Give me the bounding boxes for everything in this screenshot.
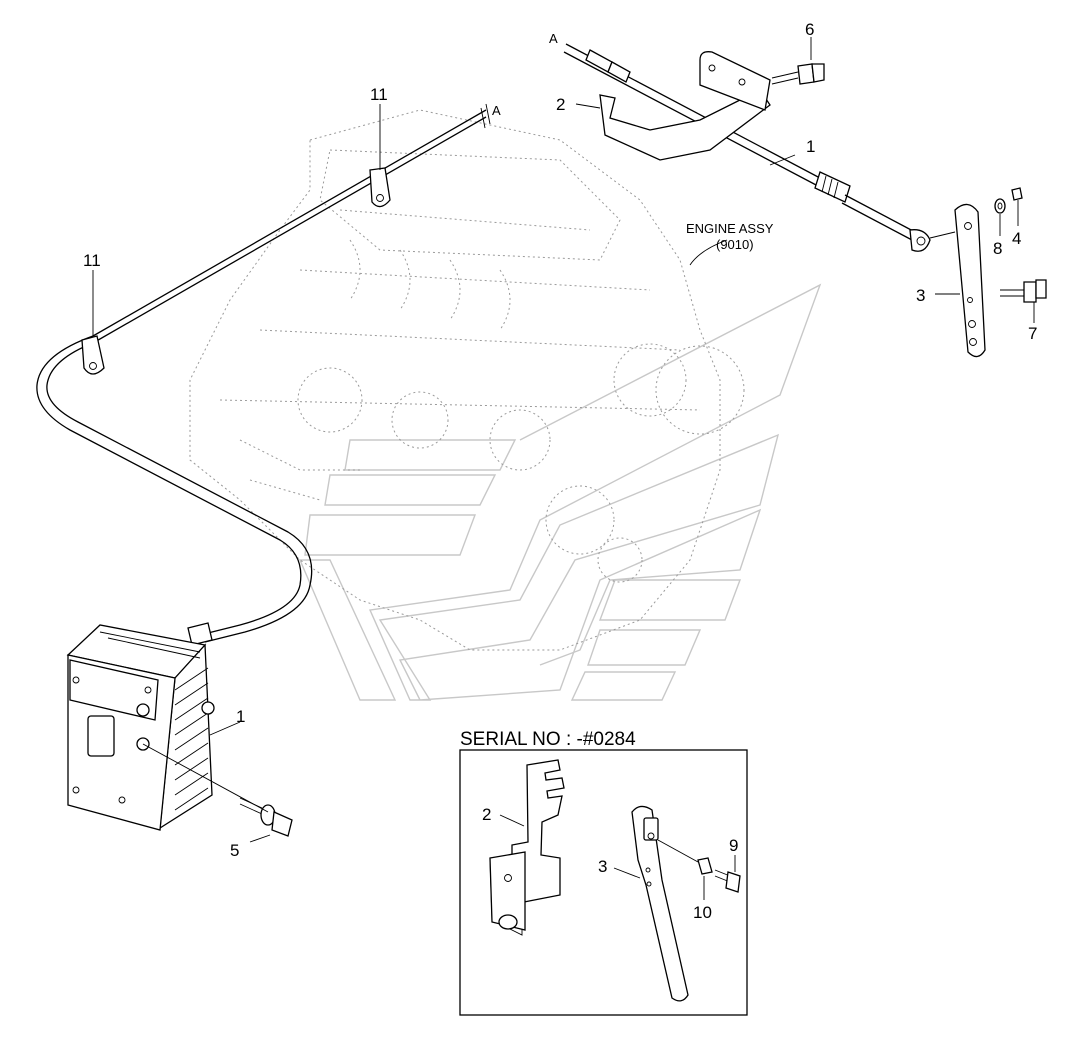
inset-title: SERIAL NO : -#0284 — [460, 729, 636, 750]
serial-inset-panel — [459, 749, 748, 1016]
inset-callout-3: 3 — [598, 857, 607, 876]
cable-clip-upper — [369, 167, 391, 208]
ref-mark-a-right: A — [492, 103, 501, 118]
callout-5-bolt: 5 — [230, 841, 239, 860]
callout-11-lower: 11 — [83, 251, 101, 270]
callout-8-washer: 8 — [993, 239, 1002, 258]
inset-callout-9: 9 — [729, 836, 738, 855]
inset-bolt-9 — [725, 871, 741, 893]
throttle-rod-upper — [92, 103, 491, 344]
leader-lines — [92, 37, 1035, 843]
bracket-2 — [599, 51, 771, 161]
ref-mark-a-left: A — [549, 31, 558, 46]
engine-assy-label: ENGINE ASSY — [686, 221, 774, 236]
inset-callout-10: 10 — [693, 903, 712, 922]
engine-phantom-outline — [189, 109, 745, 651]
lever-3 — [954, 203, 986, 358]
bolt-6 — [771, 63, 825, 85]
callout-3-lever: 3 — [916, 286, 925, 305]
engine-assy-code: (9010) — [716, 237, 754, 252]
nut-4 — [1011, 187, 1023, 201]
callout-2-bracket: 2 — [556, 95, 565, 114]
callout-1-box: 1 — [236, 707, 245, 726]
callout-4-nut: 4 — [1012, 229, 1021, 248]
throttle-cable-lower — [36, 335, 313, 646]
inset-callout-2: 2 — [482, 805, 491, 824]
inset-lever-3 — [631, 805, 689, 1002]
callout-6-bolt: 6 — [805, 20, 814, 39]
washer-8 — [994, 198, 1006, 214]
callout-1-cable: 1 — [806, 137, 815, 156]
inset-nut-10 — [697, 857, 713, 875]
control-box — [66, 624, 215, 831]
callout-11-upper: 11 — [370, 85, 388, 104]
callout-7-bolt: 7 — [1028, 324, 1037, 343]
bolt-5 — [142, 743, 293, 837]
cable-end-assembly — [563, 43, 956, 252]
cable-clip-lower — [81, 335, 105, 375]
watermark-logo — [298, 283, 822, 701]
bolt-7 — [1000, 279, 1047, 303]
